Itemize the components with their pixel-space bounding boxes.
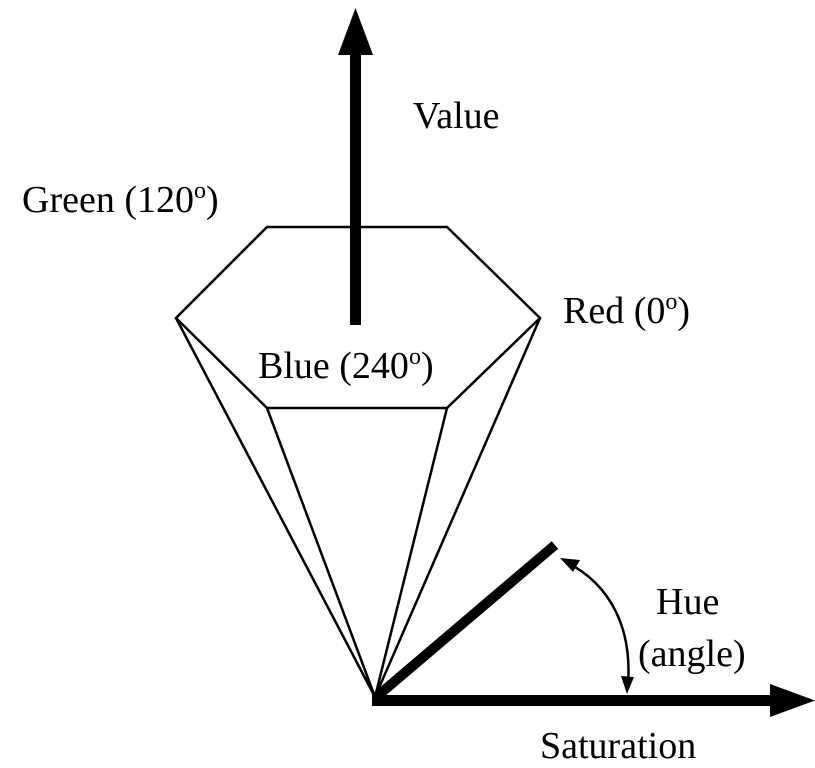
hue-arc-curve [565, 560, 630, 685]
hexcone [174, 225, 542, 698]
cone-edge-front-right [373, 407, 449, 698]
hue-label: Hue [656, 581, 719, 623]
hue-angle-arc [560, 558, 634, 694]
blue-label: Blue (240o) [258, 344, 434, 387]
hue-vector [371, 541, 559, 702]
value-axis-shaft [350, 45, 361, 325]
saturation-axis [372, 684, 815, 717]
value-axis [338, 8, 373, 325]
cone-edge-front-left [265, 407, 377, 698]
hue-arc-arrowhead-bottom [621, 676, 634, 694]
cone-edge-red-vertex [373, 317, 542, 698]
cone-edge-green-vertex [174, 317, 377, 698]
saturation-label: Saturation [540, 725, 696, 767]
hue-angle-label: (angle) [638, 633, 746, 675]
green-label: Green (120o) [22, 178, 219, 221]
saturation-axis-shaft [372, 695, 782, 706]
value-label: Value [413, 95, 500, 137]
red-label: Red (0o) [563, 289, 690, 332]
value-axis-arrowhead [338, 8, 373, 55]
hue-arc-arrowhead-top [560, 558, 580, 572]
saturation-axis-arrowhead [770, 684, 815, 717]
